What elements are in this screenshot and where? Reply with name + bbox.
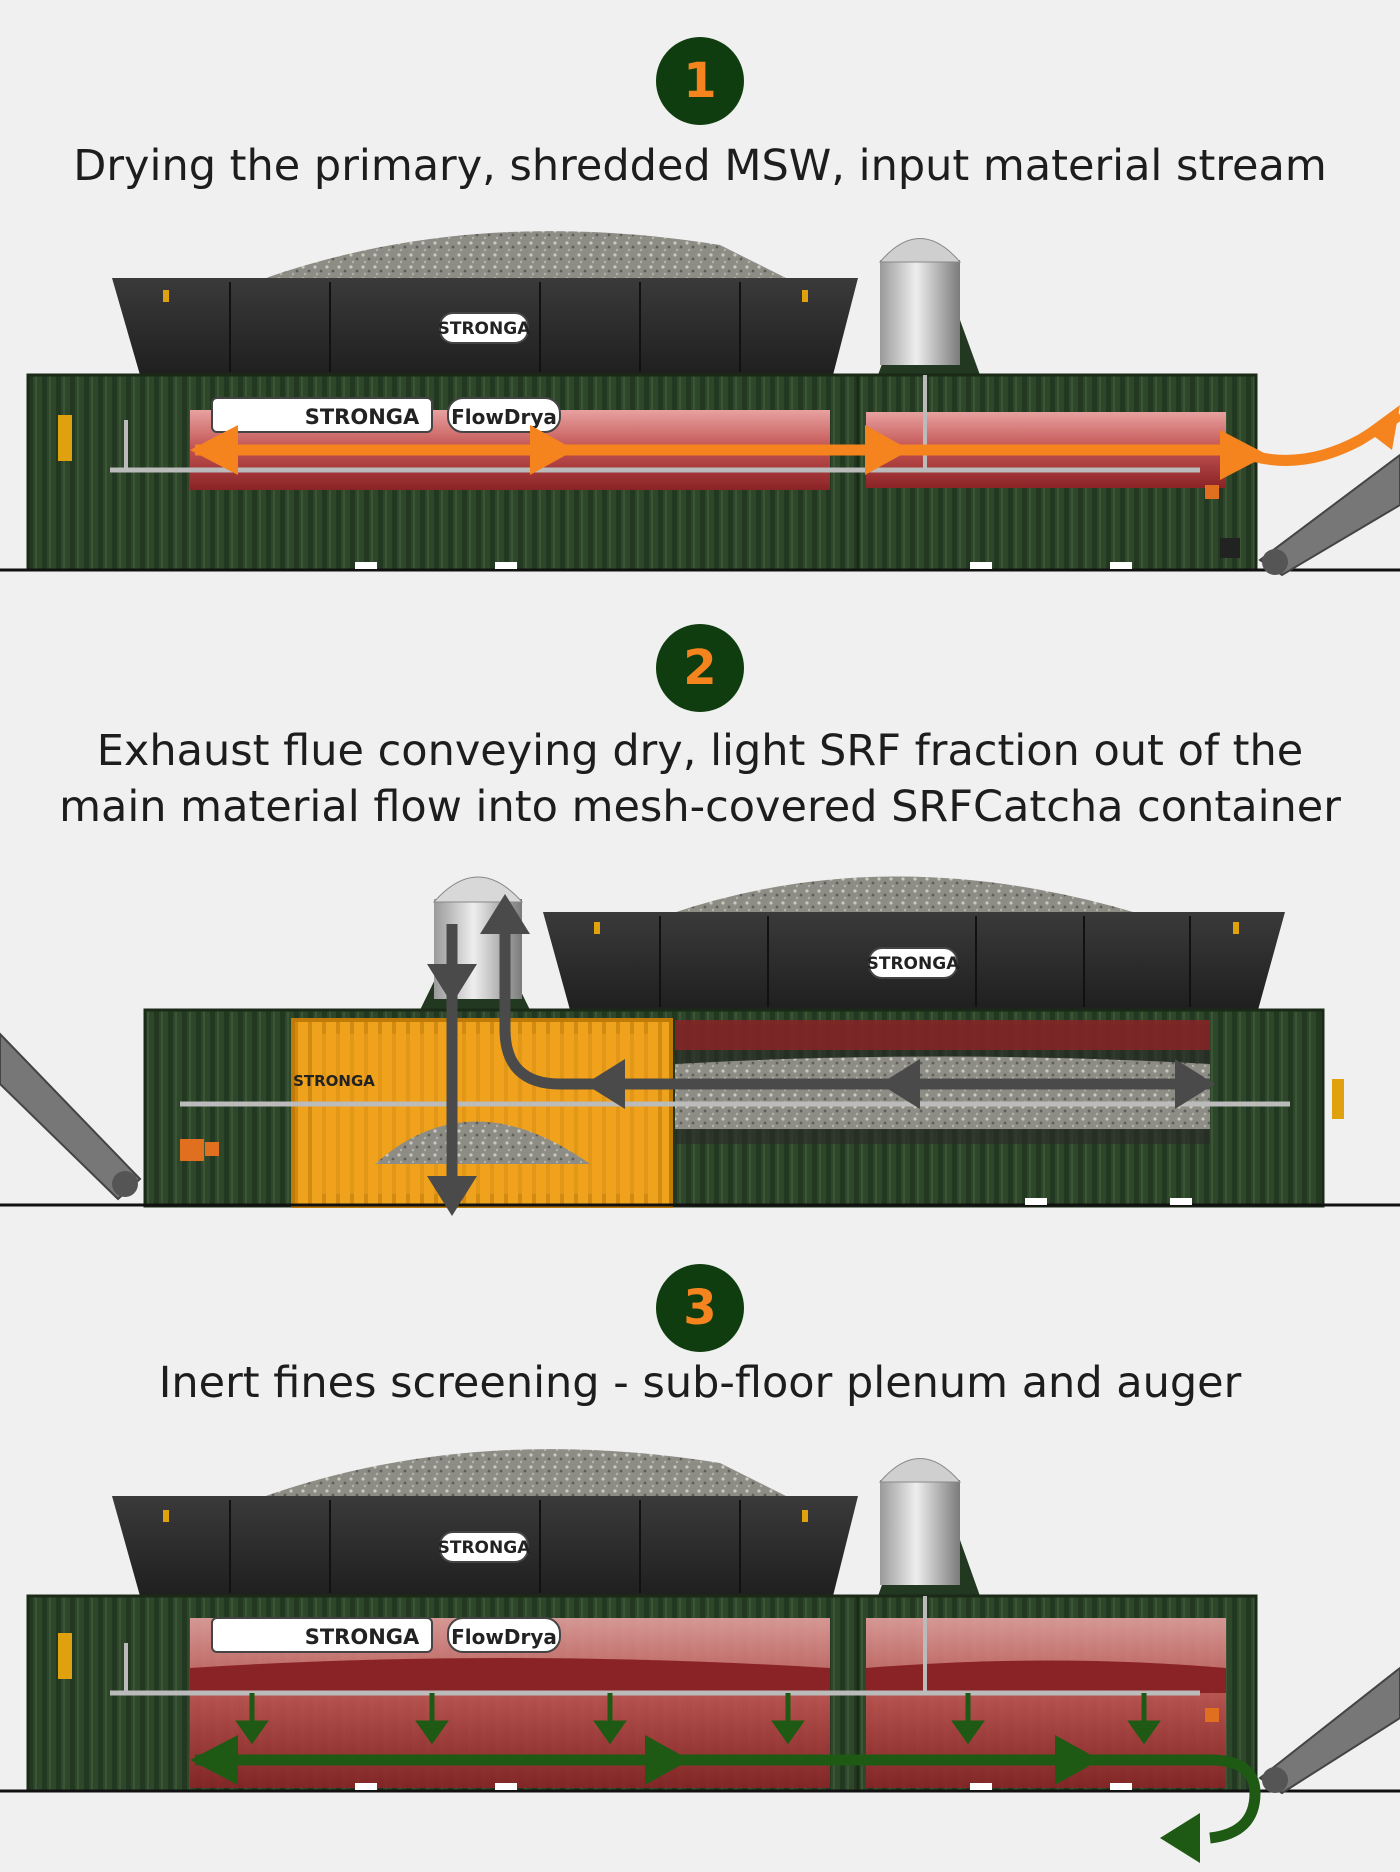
hopper-brand-label-2: STRONGA (867, 954, 961, 974)
step-caption-1: Drying the primary, shredded MSW, input … (73, 141, 1327, 191)
step-badge-3: 3 (656, 1264, 744, 1352)
step-badge-2: 2 (656, 624, 744, 712)
flowdrya-drying-illustration: STRONGA STRONGA FlowDrya (0, 231, 1400, 577)
fines-auger-arrow (195, 1754, 1261, 1844)
panel-1: 1 Drying the primary, shredded MSW, inpu… (0, 0, 1400, 624)
step-badge-1: 1 (656, 37, 744, 125)
step-caption-2: Exhaust flue conveying dry, light SRF fr… (59, 726, 1341, 832)
panel-2: 2 Exhaust flue conveying dry, light SRF … (0, 624, 1400, 1248)
container-brand-label-3: STRONGA (305, 1625, 420, 1649)
fines-screening-illustration: STRONGA STRONGA FlowDrya (0, 1449, 1400, 1863)
step-caption-3: Inert fines screening - sub-floor plenum… (158, 1358, 1242, 1408)
container-brand-label: STRONGA (305, 405, 420, 429)
srfcatcha-brand-label: STRONGA (293, 1072, 375, 1090)
hopper-brand-label-3: STRONGA (438, 1538, 532, 1558)
product-label-3: FlowDrya (451, 1625, 557, 1649)
panel-3: 3 Inert fines screening - sub-floor plen… (0, 1248, 1400, 1872)
hopper-brand-label: STRONGA (438, 319, 532, 339)
product-label: FlowDrya (451, 405, 557, 429)
srfcatcha-exhaust-illustration: STRONGA STRONGA (0, 876, 1400, 1216)
